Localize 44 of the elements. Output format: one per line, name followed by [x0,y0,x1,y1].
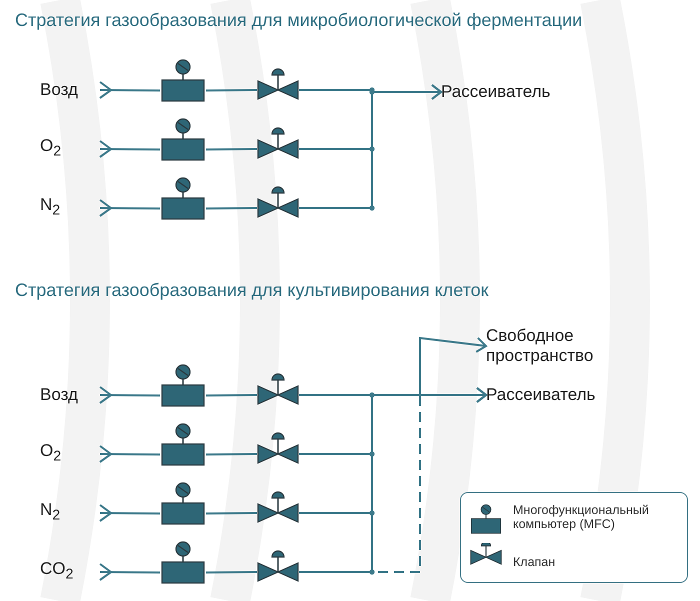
valve-symbol [257,550,299,582]
mfc-symbol [160,177,206,220]
outlet-label: Свободное пространство [486,326,636,366]
pipe-line [206,394,258,396]
gas-inlet-label: O$_{2}$ [40,136,62,162]
gas-inlet-label: O$_{2}$ [40,441,62,467]
valve-symbol [257,186,299,218]
pipe-line [98,386,160,404]
pipe-line [206,207,258,210]
valve-symbol [257,432,299,464]
gas-inlet-label: Возд [40,385,78,405]
gas-inlet-label: N$_{2}$ [40,500,60,526]
valve-symbol [257,68,299,100]
gas-inlet-label: CO$_{2}$ [40,559,74,585]
pipe-line [299,336,487,573]
section-heading: Стратегия газообразования для микробиологической ферментации [15,10,582,31]
gas-inlet-label: N$_{2}$ [40,195,60,221]
pipe-line [206,512,258,514]
valve-symbol [257,127,299,159]
mfc-symbol [160,364,206,407]
section-heading: Стратегия газообразования для культивирования клеток [15,280,489,301]
pipe-line [206,571,258,574]
outlet-label: Рассеиватель [486,385,596,405]
pipe-line [98,199,160,217]
pipe-line [98,504,160,522]
outlet-label: Рассеиватель [441,82,550,102]
mfc-symbol [160,118,206,161]
pipe-line [206,453,258,456]
gas-inlet-label: Возд [40,80,78,100]
mfc-symbol [160,59,206,102]
mfc-symbol [160,423,206,466]
pipe-line [98,563,160,581]
pipe-line [98,81,160,99]
mfc-symbol [160,482,206,525]
pipe-line [98,140,160,158]
pipe-line [299,84,442,209]
pipe-line [206,89,258,92]
valve-symbol [257,373,299,405]
mfc-symbol [160,541,206,584]
valve-symbol [257,491,299,523]
pipe-line [98,445,160,463]
pipe-line [206,148,258,150]
legend-label: Многофункциональный компьютер (MFC) [513,503,650,531]
legend-label: Клапан [513,555,556,569]
